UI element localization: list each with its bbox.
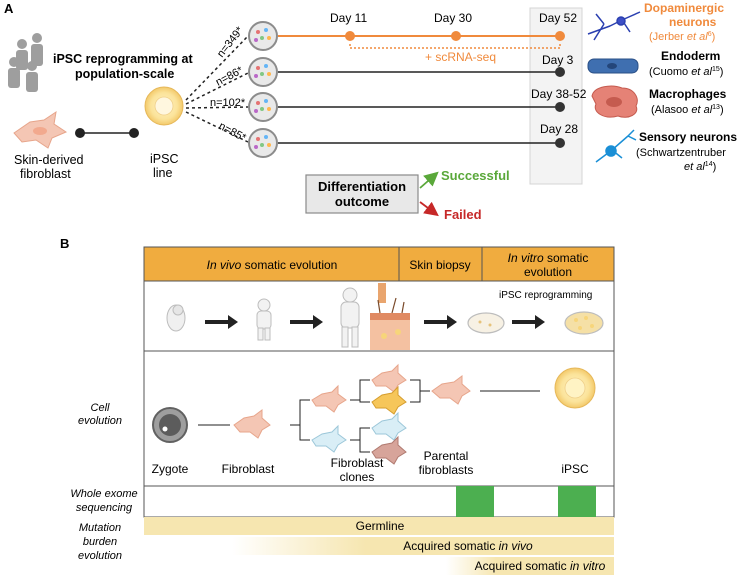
arrow-icon	[205, 315, 238, 329]
arrow-icon	[424, 315, 457, 329]
arrow-icon	[290, 315, 323, 329]
outcome-0-ref: (Jerber et al6)	[649, 31, 715, 43]
ipsc-label-line1: iPSC	[150, 152, 178, 166]
ipsc-label-line2: line	[153, 166, 173, 180]
arrow-icon	[512, 315, 545, 329]
failed-label: Failed	[444, 207, 482, 222]
outcome-1-name: Endoderm	[661, 49, 720, 63]
wes-label-line1: Whole exome	[70, 488, 137, 500]
phase-header-bar	[143, 246, 615, 282]
zygote-icon	[152, 407, 188, 443]
outcome-3-ref-line2: et al14)	[684, 161, 716, 173]
germline-bar	[144, 517, 614, 535]
acquired-invitro-bar	[446, 557, 614, 575]
ipsc-reprogramming-label: iPSC reprogramming	[499, 290, 592, 301]
fibroblast-cell-icon	[233, 409, 271, 439]
fibroblast-clones-line1: Fibroblast	[331, 456, 384, 470]
fibroblast-clone-icon	[311, 384, 347, 453]
successful-label: Successful	[441, 168, 510, 183]
outcome-0-name-line1: Dopaminergic	[644, 1, 724, 15]
day-28-label: Day 28	[540, 122, 578, 136]
whole-exome-sequencing-row	[143, 485, 615, 518]
germline-label: Germline	[356, 519, 405, 533]
day-30-label: Day 30	[434, 11, 472, 25]
outcome-0-name-line2: neurons	[669, 15, 717, 29]
zygote-label: Zygote	[152, 462, 189, 476]
adult-icon	[340, 287, 360, 348]
outcome-2-ref: (Alasoo et al13)	[651, 104, 724, 116]
petri-dish-fibroblast-icon	[467, 312, 505, 334]
outcome-3-ref-line1: (Schwartzentruber	[636, 147, 726, 159]
day-3-label: Day 3	[542, 53, 574, 67]
population-icon	[8, 33, 43, 92]
day-11-label: Day 11	[330, 11, 367, 25]
count-label-3: n=85*	[217, 120, 249, 145]
scrna-seq-label: + scRNA-seq	[425, 50, 496, 64]
mutation-label-line2: burden	[83, 536, 117, 548]
culture-dish-icons	[248, 21, 278, 158]
fibroblast-label-line1: Skin-derived	[14, 153, 84, 167]
header-invitro-line1: In vitro somatic	[508, 251, 589, 265]
panel-a-title-line1: iPSC reprogramming at	[53, 52, 193, 66]
differentiation-line2: outcome	[335, 194, 389, 209]
fibroblast-label-line2: fibroblast	[20, 167, 71, 181]
count-label-1: n=86*	[214, 64, 246, 89]
mutation-label-line3: evolution	[78, 550, 122, 562]
acquired-invivo-bar	[232, 537, 614, 555]
outcome-3-name: Sensory neurons	[639, 130, 737, 144]
parental-fibroblasts-line1: Parental	[424, 449, 469, 463]
header-skin-biopsy: Skin biopsy	[409, 258, 470, 272]
sensory-neuron-icon	[595, 129, 637, 163]
ipsc-line-icon	[144, 86, 184, 126]
fibroblast-icon	[13, 110, 68, 149]
acquired-invitro-label: Acquired somatic in vitro	[475, 559, 606, 573]
petri-dish-ipsc-icon	[564, 311, 604, 335]
cell-evolution-line1: Cell	[91, 402, 111, 414]
day-38-52-label: Day 38-52	[531, 87, 587, 101]
macrophage-icon	[591, 85, 638, 118]
dopaminergic-neuron-icon	[587, 11, 641, 41]
panel-a-label: A	[4, 1, 14, 16]
mutation-label-line1: Mutation	[79, 522, 121, 534]
differentiation-line1: Differentiation	[318, 179, 406, 194]
cell-evolution-line2: evolution	[78, 415, 122, 427]
header-invitro-line2: evolution	[524, 265, 572, 279]
count-label-2: n=102*	[210, 97, 246, 109]
outcome-1-ref: (Cuomo et al15)	[649, 66, 723, 78]
parental-fibroblasts-line2: fibroblasts	[419, 463, 474, 477]
panel-b-label: B	[60, 236, 69, 251]
header-invivo: In vivo somatic evolution	[207, 258, 338, 272]
fibroblast-clones-line2: clones	[340, 470, 375, 484]
cell-evolution-row	[143, 350, 615, 487]
fetus-icon	[166, 304, 186, 332]
wes-ipsc-marker	[558, 486, 596, 517]
day-52-label: Day 52	[539, 11, 577, 25]
fibroblast-label: Fibroblast	[222, 462, 275, 476]
parental-fibroblast-icon	[431, 375, 471, 405]
ipsc-label: iPSC	[561, 462, 589, 476]
panel-a-title-line2: population-scale	[75, 67, 174, 81]
skin-tissue-icon	[370, 283, 410, 350]
child-icon	[256, 298, 272, 341]
wes-parental-marker	[456, 486, 494, 517]
wes-label-line2: sequencing	[76, 502, 133, 514]
outcome-2-name: Macrophages	[649, 87, 727, 101]
acquired-invivo-label: Acquired somatic in vivo	[403, 539, 533, 553]
endoderm-cell-icon	[587, 58, 639, 74]
ipsc-cell-icon	[554, 367, 596, 409]
fibroblast-subclone-icon	[371, 363, 407, 465]
differentiation-outcome-box	[305, 174, 419, 214]
